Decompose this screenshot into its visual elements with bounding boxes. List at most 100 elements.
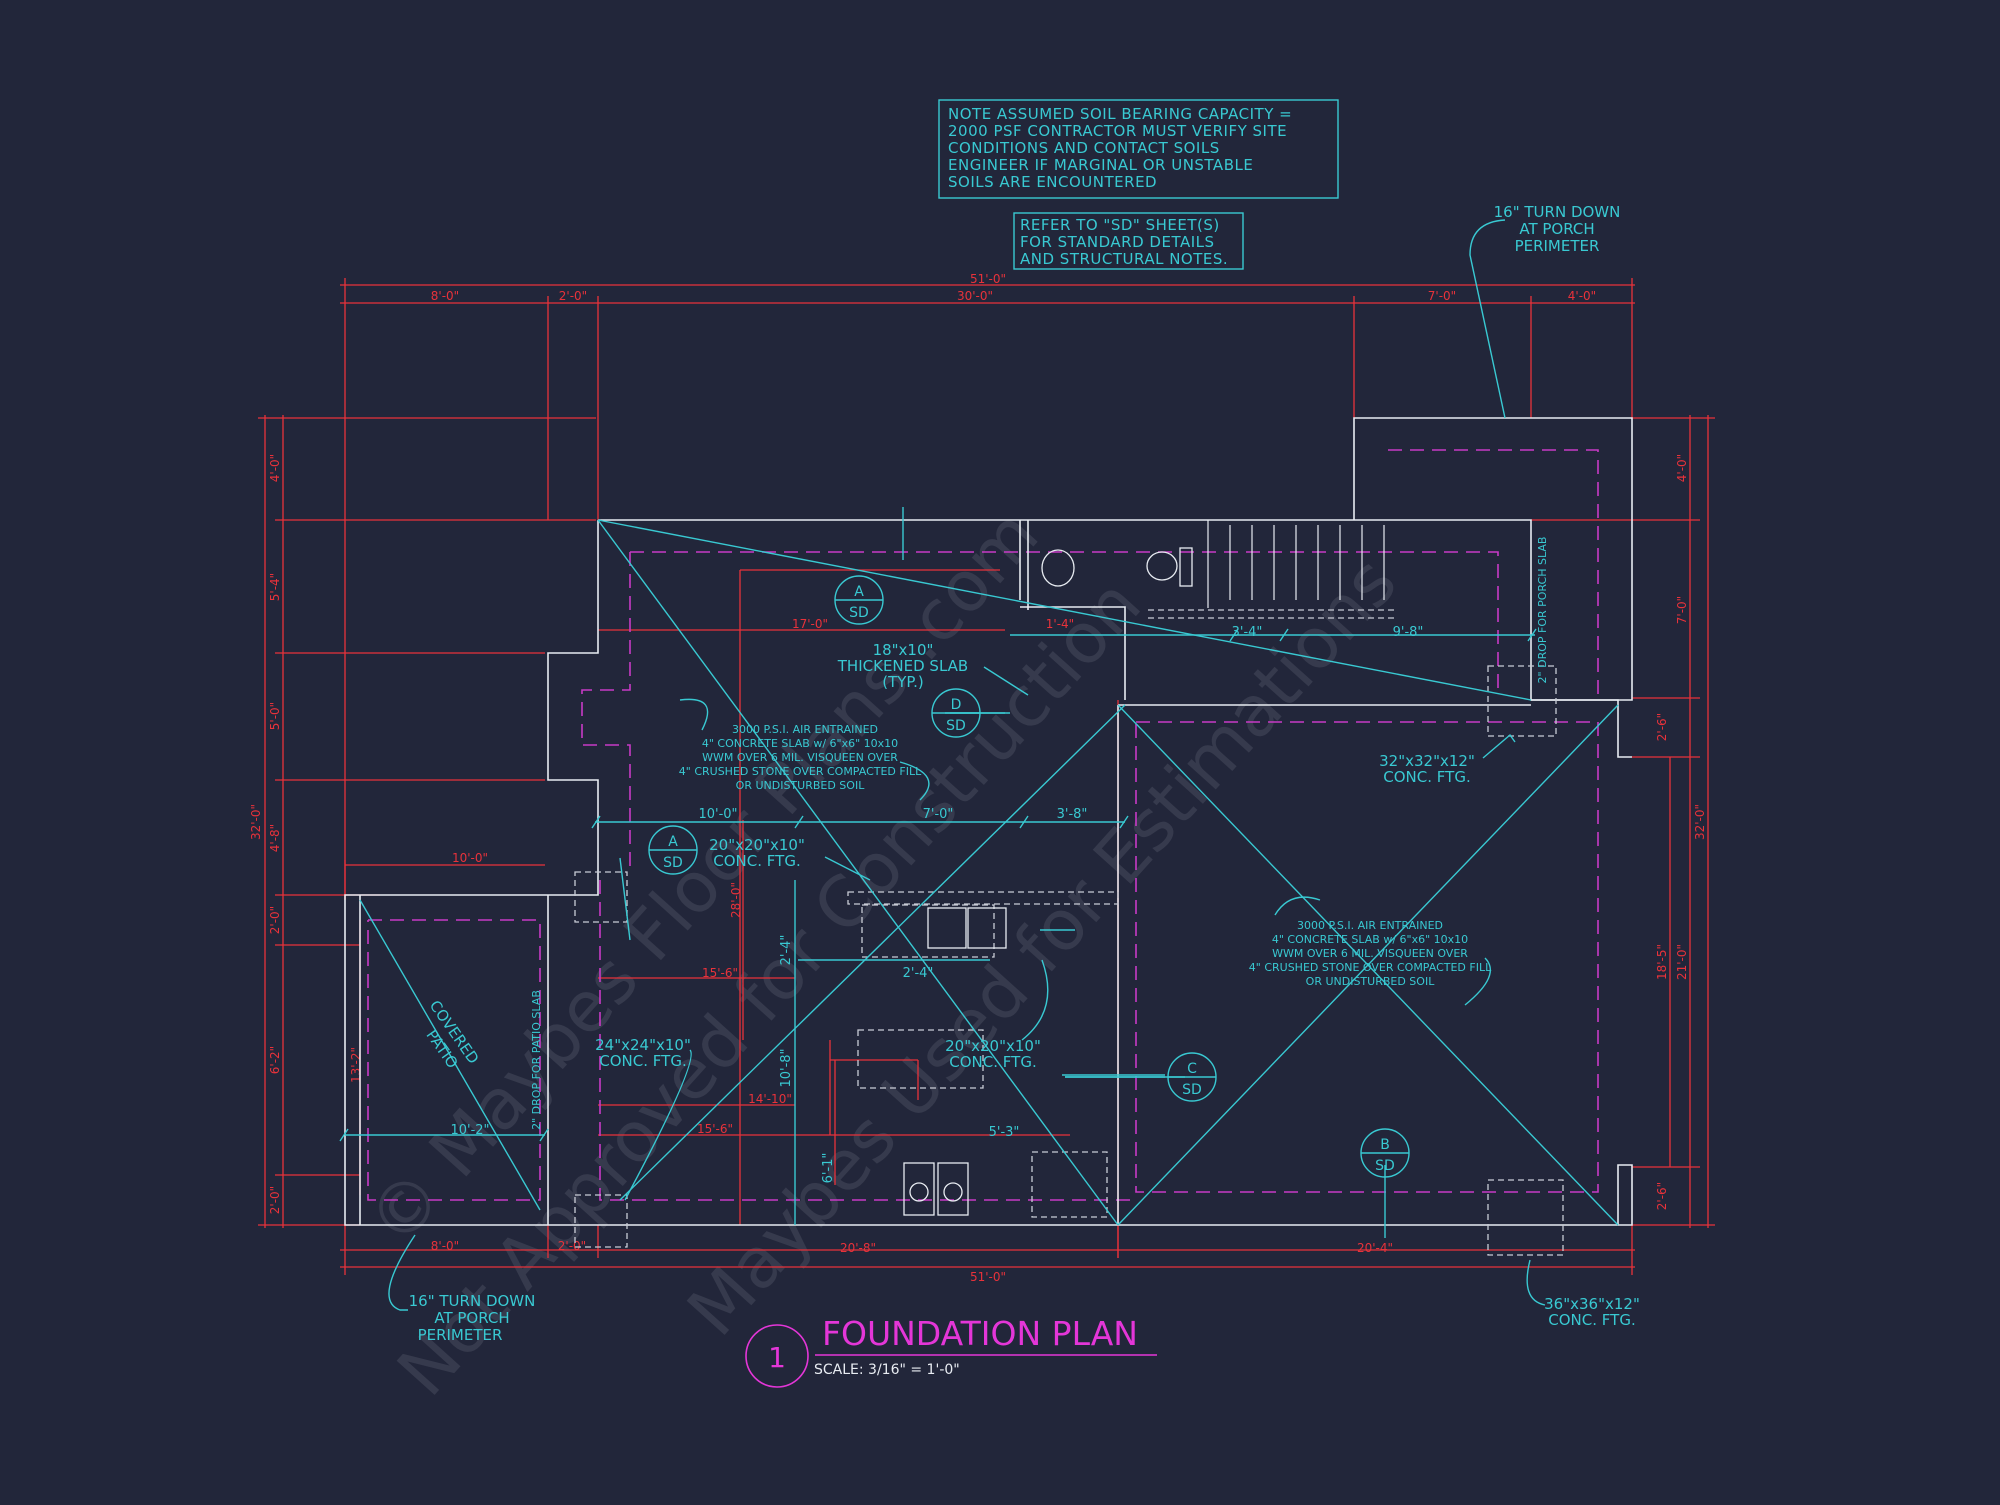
slab-note-right: 3000 P.S.I. AIR ENTRAINED xyxy=(1297,919,1443,932)
dim-right-segment: 18'-5" xyxy=(1655,944,1669,980)
lavatory-icon xyxy=(1041,549,1075,587)
title-scale: SCALE: 3/16" = 1'-0" xyxy=(814,1362,960,1378)
slab-note-left: 4" CONCRETE SLAB w/ 6"x6" 10x10 xyxy=(702,737,898,750)
ftg-36: CONC. FTG. xyxy=(1548,1311,1635,1329)
ftg-24: 24"x24"x10" xyxy=(595,1036,691,1054)
slab-note-right: OR UNDISTURBED SOIL xyxy=(1306,975,1436,988)
refer-note-box: REFER TO "SD" SHEET(S) FOR STANDARD DETA… xyxy=(1013,212,1244,270)
refer-note-line: REFER TO "SD" SHEET(S) xyxy=(1020,216,1220,234)
dim-61: 6'-1" xyxy=(821,1153,836,1184)
dim-top-segment: 4'-0" xyxy=(1568,289,1596,303)
section-tag-a-mid xyxy=(648,825,698,875)
dim-right-segment: 2'-6" xyxy=(1655,713,1669,741)
drop-patio-label: 2" DROP FOR PATIO SLAB xyxy=(530,990,543,1130)
dim-left-segment: 2'-0" xyxy=(268,906,282,934)
dim-left-segment: 5'-4" xyxy=(268,573,282,601)
slab-note-right: 4" CRUSHED STONE OVER COMPACTED FILL xyxy=(1249,961,1492,974)
ftg-20a: 20"x20"x10" xyxy=(709,836,805,854)
washer-icon xyxy=(903,1162,935,1216)
dim-24: 2'-4" xyxy=(779,935,794,966)
dim-10: 10'-0" xyxy=(698,807,737,822)
dim-132: 13'-2" xyxy=(349,1047,363,1083)
tag-sheet: SD xyxy=(849,605,869,621)
dim-top-segment: 2'-0" xyxy=(559,289,587,303)
fixture-outlines xyxy=(574,609,1564,1256)
ftg-32: 32"x32"x12" xyxy=(1379,752,1475,770)
dim-bottom-segment: 20'-8" xyxy=(840,1241,876,1255)
dim-156b: 15'-6" xyxy=(697,1122,733,1136)
dim-left-segment: 2'-0" xyxy=(268,1186,282,1214)
dim-top-segment: 30'-0" xyxy=(957,289,993,303)
title-number-circle xyxy=(745,1324,809,1388)
dryer-icon xyxy=(937,1162,969,1216)
refer-note-line: FOR STANDARD DETAILS xyxy=(1020,233,1215,251)
tag-sheet: SD xyxy=(1182,1082,1202,1098)
dim-top-segment: 8'-0" xyxy=(431,289,459,303)
dim-38: 3'-8" xyxy=(1057,807,1088,822)
ftg-32: CONC. FTG. xyxy=(1383,768,1470,786)
soil-note-line: ENGINEER IF MARGINAL OR UNSTABLE xyxy=(948,156,1253,174)
soil-note-line: NOTE ASSUMED SOIL BEARING CAPACITY = xyxy=(948,105,1292,123)
refer-note-line: AND STRUCTURAL NOTES. xyxy=(1020,250,1228,268)
callouts: 16" TURN DOWN AT PORCH PERIMETER 16" TUR… xyxy=(409,203,1640,1344)
thickened-slab: 18"x10" xyxy=(873,641,934,659)
dim-top-segment: 7'-0" xyxy=(1428,289,1456,303)
dim-156: 15'-6" xyxy=(702,966,738,980)
drawing-title: 1 FOUNDATION PLAN SCALE: 3/16" = 1'-0" xyxy=(745,1314,1157,1388)
section-tags xyxy=(648,575,1410,1178)
dryer-drum-icon xyxy=(943,1182,963,1202)
dim-1410: 14'-10" xyxy=(748,1092,792,1106)
dim-108: 10'-8" xyxy=(779,1048,794,1087)
dim-left-segment: 4'-0" xyxy=(268,454,282,482)
tag-letter: A xyxy=(854,584,864,600)
dim-14: 1'-4" xyxy=(1046,617,1074,631)
turn-down-top: PERIMETER xyxy=(1515,237,1600,255)
turn-down-bottom: 16" TURN DOWN xyxy=(409,1292,536,1310)
tag-sheet: SD xyxy=(946,718,966,734)
dim-overall-bottom: 51'-0" xyxy=(970,1270,1006,1284)
tag-letter: A xyxy=(668,834,678,850)
dim-bottom-segment: 2'-0" xyxy=(558,1239,586,1253)
toilet-tank-icon xyxy=(1179,547,1193,587)
dim-98: 9'-8" xyxy=(1393,625,1424,640)
toilet-icon xyxy=(1146,551,1178,581)
tag-sheet: SD xyxy=(663,855,683,871)
dimension-labels: 51'-0" 8'-0" 2'-0" 30'-0" 7'-0" 4'-0" 51… xyxy=(249,272,1707,1284)
ftg-36: 36"x36"x12" xyxy=(1544,1295,1640,1313)
drop-porch-label: 2" DROP FOR PORCH SLAB xyxy=(1536,537,1549,684)
stair-treads xyxy=(1207,520,1385,608)
soil-note-line: 2000 PSF CONTRACTOR MUST VERIFY SITE xyxy=(948,122,1287,140)
slab-note-left: WWM OVER 6 MIL. VISQUEEN OVER xyxy=(702,751,898,764)
title-number: 1 xyxy=(768,1341,786,1374)
slab-note-left: 4" CRUSHED STONE OVER COMPACTED FILL xyxy=(679,765,922,778)
soil-note-line: SOILS ARE ENCOUNTERED xyxy=(948,173,1157,191)
soil-note-line: CONDITIONS AND CONTACT SOILS xyxy=(948,139,1220,157)
dimension-lines xyxy=(258,278,1715,1275)
turn-down-bottom: PERIMETER xyxy=(418,1326,503,1344)
tag-sheet: SD xyxy=(1375,1158,1395,1174)
dim-right-overall: 32'-0" xyxy=(1693,804,1707,840)
dim-102: 10'-2" xyxy=(450,1123,489,1138)
section-tag-c xyxy=(1167,1052,1217,1102)
thickened-slab: THICKENED SLAB xyxy=(837,657,968,675)
dim-overall-top: 51'-0" xyxy=(970,272,1006,286)
slab-note-right: 4" CONCRETE SLAB w/ 6"x6" 10x10 xyxy=(1272,933,1468,946)
ftg-20b: CONC. FTG. xyxy=(949,1053,1036,1071)
dim-right-segment: 2'-6" xyxy=(1655,1182,1669,1210)
interior-dimension-labels: 10'-0" 7'-0" 3'-8" 3'-4" 9'-8" 2'-4" 2'-… xyxy=(450,625,1423,1183)
slab-note-left: 3000 P.S.I. AIR ENTRAINED xyxy=(732,723,878,736)
section-tag-labels: A SD D SD A SD C SD B SD xyxy=(663,584,1395,1174)
turn-down-top: 16" TURN DOWN xyxy=(1494,203,1621,221)
soil-note-box: NOTE ASSUMED SOIL BEARING CAPACITY = 200… xyxy=(938,99,1339,199)
sink-basin-left-icon xyxy=(927,907,967,949)
dim-bottom-segment: 20'-4" xyxy=(1357,1241,1393,1255)
dim-left-segment: 6'-2" xyxy=(268,1046,282,1074)
dim-7: 7'-0" xyxy=(923,807,954,822)
dim-right-sub: 21'-0" xyxy=(1675,944,1689,980)
dim-17: 17'-0" xyxy=(792,617,828,631)
dim-53: 5'-3" xyxy=(989,1125,1020,1140)
slab-note-left: OR UNDISTURBED SOIL xyxy=(736,779,866,792)
dim-214: 2'-4" xyxy=(903,966,934,981)
